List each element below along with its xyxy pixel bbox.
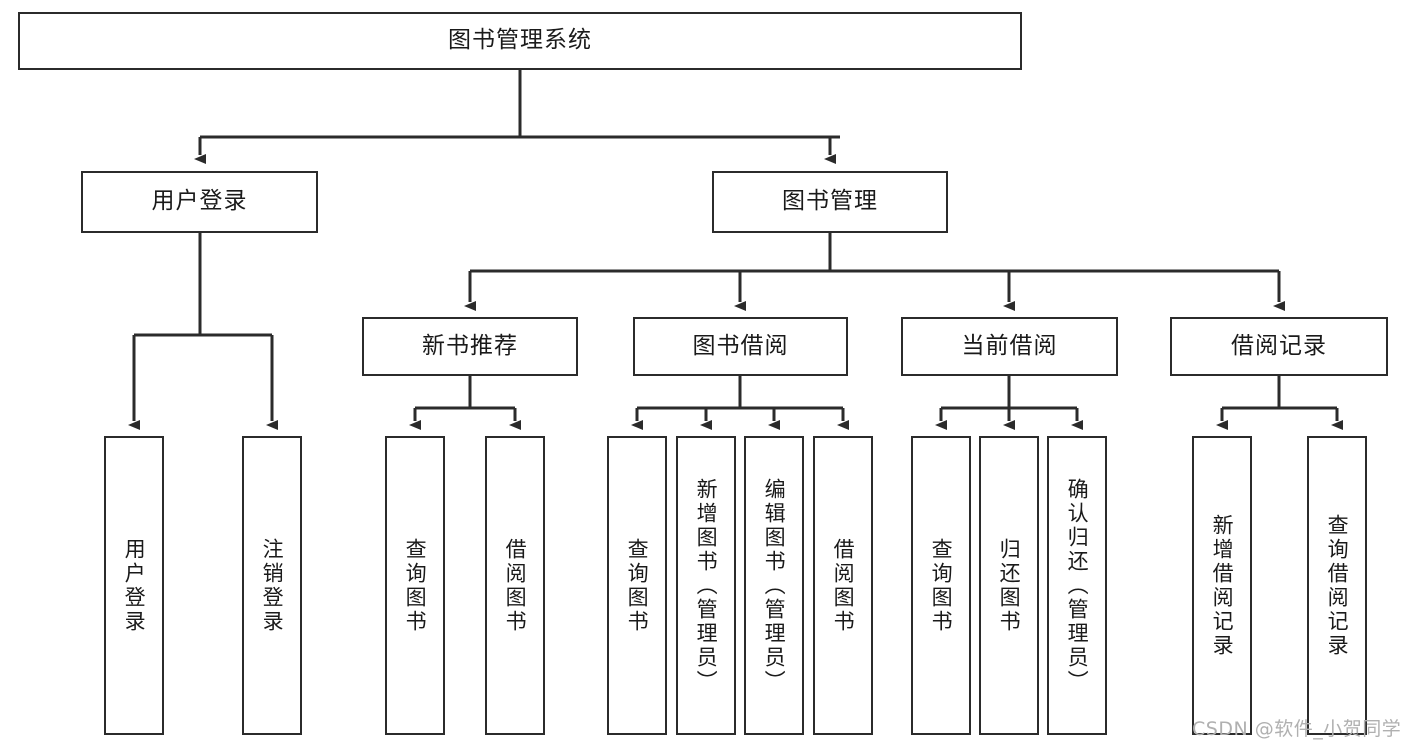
node-label: 用户登录 [122, 537, 147, 634]
node-label: 当前借阅 [961, 332, 1058, 359]
node-label: 图书管理系统 [448, 27, 592, 54]
leaf-new-book-query-book[interactable]: 查询图书 [385, 436, 445, 735]
leaf-book-borrow-borrow-book[interactable]: 借阅图书 [813, 436, 873, 735]
node-label: 用户登录 [151, 188, 248, 215]
leaf-user-login-logout[interactable]: 注销登录 [242, 436, 302, 735]
node-new-book-recommend[interactable]: 新书推荐 [362, 317, 578, 376]
node-label: 查询借阅记录 [1325, 513, 1350, 658]
node-label: 确认归还（管理员） [1065, 477, 1090, 694]
node-label: 借阅图书 [831, 537, 856, 634]
leaf-new-book-borrow-book[interactable]: 借阅图书 [485, 436, 545, 735]
node-label: 新书推荐 [422, 332, 518, 359]
node-user-login[interactable]: 用户登录 [81, 171, 318, 233]
node-book-borrow[interactable]: 图书借阅 [633, 317, 848, 376]
node-label: 图书借阅 [692, 332, 789, 359]
leaf-book-borrow-edit-book-admin[interactable]: 编辑图书（管理员） [744, 436, 804, 735]
csdn-watermark: CSDN @软件_小贺同学 [1192, 718, 1402, 740]
node-label: 借阅记录 [1231, 332, 1327, 359]
leaf-book-borrow-add-book-admin[interactable]: 新增图书（管理员） [676, 436, 736, 735]
leaf-borrow-record-query-record[interactable]: 查询借阅记录 [1307, 436, 1367, 735]
node-label: 查询图书 [403, 537, 428, 634]
node-label: 查询图书 [625, 537, 650, 634]
node-label: 借阅图书 [503, 537, 528, 634]
node-label: 注销登录 [260, 537, 285, 634]
leaf-current-borrow-return-book[interactable]: 归还图书 [979, 436, 1039, 735]
node-label: 图书管理 [782, 188, 878, 215]
node-label: 新增图书（管理员） [694, 477, 719, 694]
node-label: 新增借阅记录 [1210, 513, 1235, 658]
leaf-current-borrow-query-book[interactable]: 查询图书 [911, 436, 971, 735]
node-root-library-management-system[interactable]: 图书管理系统 [18, 12, 1022, 70]
node-label: 查询图书 [929, 537, 954, 634]
leaf-user-login-login[interactable]: 用户登录 [104, 436, 164, 735]
leaf-borrow-record-add-record[interactable]: 新增借阅记录 [1192, 436, 1252, 735]
node-book-management[interactable]: 图书管理 [712, 171, 948, 233]
node-borrow-record[interactable]: 借阅记录 [1170, 317, 1388, 376]
leaf-current-borrow-confirm-return-admin[interactable]: 确认归还（管理员） [1047, 436, 1107, 735]
leaf-book-borrow-query-book[interactable]: 查询图书 [607, 436, 667, 735]
node-label: 编辑图书（管理员） [762, 477, 787, 694]
node-current-borrow[interactable]: 当前借阅 [901, 317, 1118, 376]
node-label: 归还图书 [997, 537, 1022, 634]
